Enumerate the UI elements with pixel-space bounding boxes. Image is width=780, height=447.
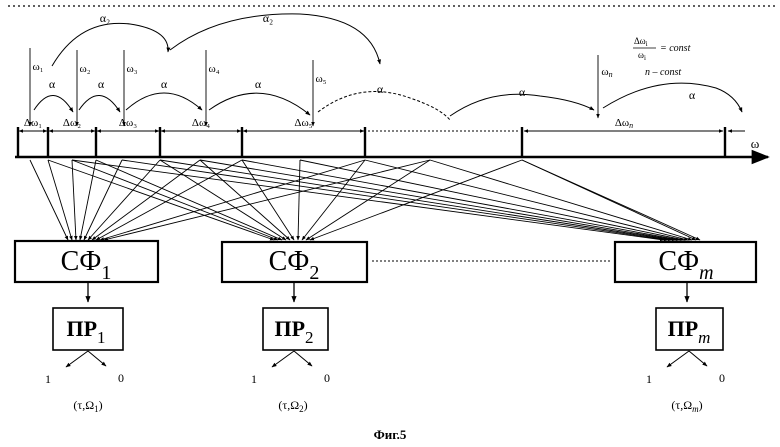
fan-line xyxy=(48,160,72,240)
output-label-2: (τ,Ω2) xyxy=(278,398,307,414)
decider-outputs: 1 0 1 0 1 0 xyxy=(45,351,725,386)
fan-line xyxy=(430,160,692,240)
omega-marker-label: ω₄ xyxy=(208,63,219,75)
decider-output-arrow-0 xyxy=(294,351,312,366)
delta-label: Δω₁ xyxy=(24,117,42,129)
output-label-1: (τ,Ω1) xyxy=(73,398,102,414)
delta-label: Δω₃ xyxy=(119,117,137,129)
decider-block-m: ПРm xyxy=(656,308,723,350)
delta-label: Δω₅ xyxy=(294,117,312,129)
decider-output-1-label: 1 xyxy=(646,372,652,386)
decider-output-0-label: 0 xyxy=(118,371,124,385)
figure-caption: Фиг.5 xyxy=(374,427,407,442)
omega-marker-label: ω₁ xyxy=(32,61,43,73)
alpha-arc xyxy=(79,95,120,112)
frequency-axis: Δω₁ Δω₂ Δω₃ Δω₄ Δω₅ Δωn ω xyxy=(15,117,768,157)
filter-2-index: 2 xyxy=(309,262,319,284)
decider-1-label: ПР xyxy=(66,316,97,341)
ratio-numerator: Δωi xyxy=(634,36,648,48)
decider-block-2: ПР2 xyxy=(263,308,328,350)
frequency-markers: ω₁ ω₂ ω₃ ω₄ ω₅ ωn xyxy=(30,48,613,126)
alpha-label: α xyxy=(161,77,168,91)
alpha-label: α xyxy=(49,77,56,91)
fan-line xyxy=(92,160,200,240)
fan-in-connections xyxy=(30,160,700,240)
decider-output-arrow-1 xyxy=(66,351,88,367)
filter-block-m: СФm xyxy=(615,242,756,284)
alpha-label: α xyxy=(689,88,696,102)
fan-line xyxy=(30,160,68,240)
decider-2-label: ПР xyxy=(274,316,305,341)
fan-line xyxy=(200,160,676,240)
omega-marker-label: ω₃ xyxy=(126,63,137,75)
decider-output-1-label: 1 xyxy=(45,372,51,386)
fan-line xyxy=(160,160,672,240)
decider-output-arrow-1 xyxy=(272,351,294,367)
filter-block-2: СФ2 xyxy=(222,242,367,284)
filter-m-label: СФ xyxy=(658,246,699,277)
ratio-denominator: ωi xyxy=(638,50,646,62)
alpha-label: α xyxy=(377,82,384,96)
filter-1-label: СФ xyxy=(61,246,102,277)
filter-1-index: 1 xyxy=(101,262,111,284)
decider-m-index: m xyxy=(698,328,710,347)
alpha-arc xyxy=(603,83,742,112)
alpha-label: α xyxy=(255,77,262,91)
alpha2-arc xyxy=(52,23,168,66)
alpha2-label: α₂ xyxy=(263,11,273,25)
alpha-arc-dashed xyxy=(318,92,450,120)
filter-m-index: m xyxy=(699,262,713,284)
shift-arcs: α α α α α α α α₂ α₂ xyxy=(34,11,742,120)
omega-marker-label: ω₅ xyxy=(315,73,326,85)
alpha2-arc xyxy=(170,14,380,64)
fan-line xyxy=(122,160,668,240)
omega-marker-label: ω₂ xyxy=(79,63,90,75)
fan-line xyxy=(200,160,290,240)
alpha-label: α xyxy=(519,85,526,99)
decider-output-arrow-0 xyxy=(88,351,106,366)
output-label-m: (τ,Ωm) xyxy=(671,398,702,414)
delta-label-last: Δωn xyxy=(615,117,633,130)
ratio-rhs: = const xyxy=(660,43,691,54)
decider-output-arrow-1 xyxy=(667,351,689,367)
delta-label: Δω₄ xyxy=(192,117,210,129)
n-const-condition: n – const xyxy=(645,67,681,78)
fan-line xyxy=(72,160,76,240)
fan-line xyxy=(96,160,242,240)
alpha-arc xyxy=(126,93,202,110)
alpha-arc xyxy=(34,95,73,112)
decider-output-0-label: 0 xyxy=(719,371,725,385)
alpha2-label: α₂ xyxy=(100,11,110,25)
decider-2-index: 2 xyxy=(305,328,314,347)
delta-label: Δω₂ xyxy=(63,117,81,129)
decider-output-arrow-0 xyxy=(689,351,707,366)
alpha-arc xyxy=(209,93,310,115)
fan-line xyxy=(298,160,300,240)
filter-2-label: СФ xyxy=(269,246,310,277)
axis-omega-label: ω xyxy=(751,136,760,151)
decider-output-1-label: 1 xyxy=(251,372,257,386)
fan-line xyxy=(522,160,700,240)
alpha-label: α xyxy=(98,77,105,91)
decider-1-index: 1 xyxy=(97,328,106,347)
omega-marker-label-last: ωn xyxy=(601,66,612,79)
fan-line xyxy=(300,160,684,240)
fan-line xyxy=(242,160,680,240)
conditions-block: Δωi ωi = const n – const xyxy=(633,36,691,78)
decider-m-label: ПР xyxy=(668,316,699,341)
decider-block-1: ПР1 xyxy=(53,308,123,350)
decider-output-0-label: 0 xyxy=(324,371,330,385)
filter-block-1: СФ1 xyxy=(15,241,158,284)
fan-line xyxy=(242,160,294,240)
